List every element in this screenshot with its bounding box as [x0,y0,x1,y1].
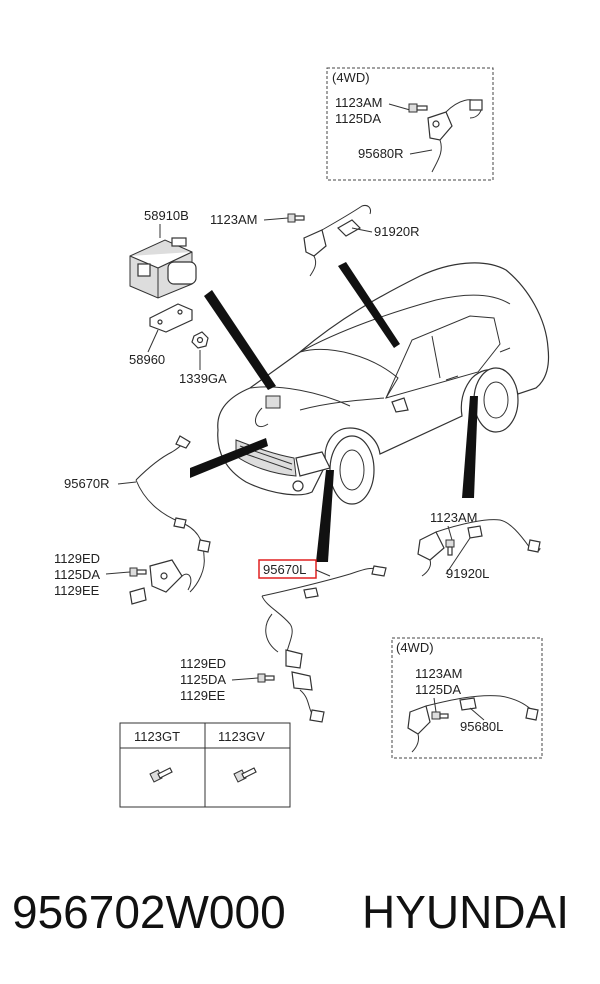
rear-right-label-1125da: 1125DA [54,567,100,582]
abs-label-1339ga: 1339GA [179,371,227,386]
pointer-wedge-front-top [338,262,400,348]
4wd-top-box: (4WD) 1123AM 1125DA 95680R [326,67,494,181]
wheel-speed-sensor-icon [417,519,541,577]
front-left-sensor-group: 1123AM 91920L [417,510,541,581]
bolt-icon [129,567,147,577]
bolt-table: 1123GT 1123GV [119,722,291,808]
pointer-wedge-rear-right [190,438,268,478]
bolt-icon [287,213,305,223]
4wd-bottom-box: (4WD) 1123AM 1125DA 95680L [391,637,543,759]
abs-bracket-icon [149,303,193,333]
bolt-icon [233,767,257,783]
bolt-icon [431,711,449,720]
4wd-top-label-95680r: 95680R [358,146,404,161]
footer-brand: HYUNDAI [362,886,569,938]
highlight-box [258,559,317,579]
abs-label-58910b: 58910B [144,208,189,223]
nut-icon [191,331,209,349]
rear-right-label-95670r: 95670R [64,476,110,491]
highlighted-part-group: 95670L [258,559,387,657]
wheel-speed-sensor-icon [427,99,483,173]
front-sensor-top-group: 1123AM 91920R [210,205,420,277]
pointer-wedge-abs [204,290,276,390]
abs-unit-group: 58910B 58960 1339GA [129,208,227,386]
bolt-icon [445,539,455,556]
rear-right-sensor-group: 95670R 1129ED 1125DA 1129EE [54,435,211,605]
pointer-wedge-front-left [462,396,478,498]
rear-left-label-1125da: 1125DA [180,672,226,687]
4wd-top-title: (4WD) [332,70,370,85]
bolt-icon [149,767,173,783]
front-top-label-91920r: 91920R [374,224,420,239]
footer-part-number: 956702W000 [12,886,286,938]
4wd-bottom-label-1123am: 1123AM [415,666,462,681]
pointer-wedge-95670l [316,470,334,562]
wheel-speed-sensor-cable-icon [135,435,211,593]
wheel-speed-sensor-icon [407,695,539,753]
sensor-bracket-icon [129,559,192,605]
sensor-bracket-icon [285,649,325,723]
rear-left-sensor-group: 1129ED 1125DA 1129EE [180,649,325,723]
bolt-icon [257,673,275,683]
rear-left-label-1129ee: 1129EE [180,688,226,703]
highlighted-part-label: 95670L [263,562,306,577]
front-top-label-1123am: 1123AM [210,212,257,227]
4wd-bottom-label-95680l: 95680L [460,719,503,734]
bolt-table-header-1123gv: 1123GV [218,729,265,744]
bolt-icon [408,103,428,113]
rear-right-label-1129ed: 1129ED [54,551,100,566]
rear-right-label-1129ee: 1129EE [54,583,100,598]
bolt-table-header-1123gt: 1123GT [134,729,180,744]
abs-location-marker [265,395,281,409]
4wd-top-label-1123am: 1123AM [335,95,382,110]
abs-module-icon [129,237,197,299]
abs-label-58960: 58960 [129,352,165,367]
wheel-speed-sensor-icon [303,205,371,277]
4wd-bottom-title: (4WD) [396,640,434,655]
4wd-top-label-1125da: 1125DA [335,111,381,126]
4wd-bottom-label-1125da: 1125DA [415,682,461,697]
wheel-speed-sensor-cable-icon [261,565,387,657]
front-left-label-1123am: 1123AM [430,510,477,525]
rear-left-label-1129ed: 1129ED [180,656,226,671]
front-left-label-91920l: 91920L [446,566,489,581]
